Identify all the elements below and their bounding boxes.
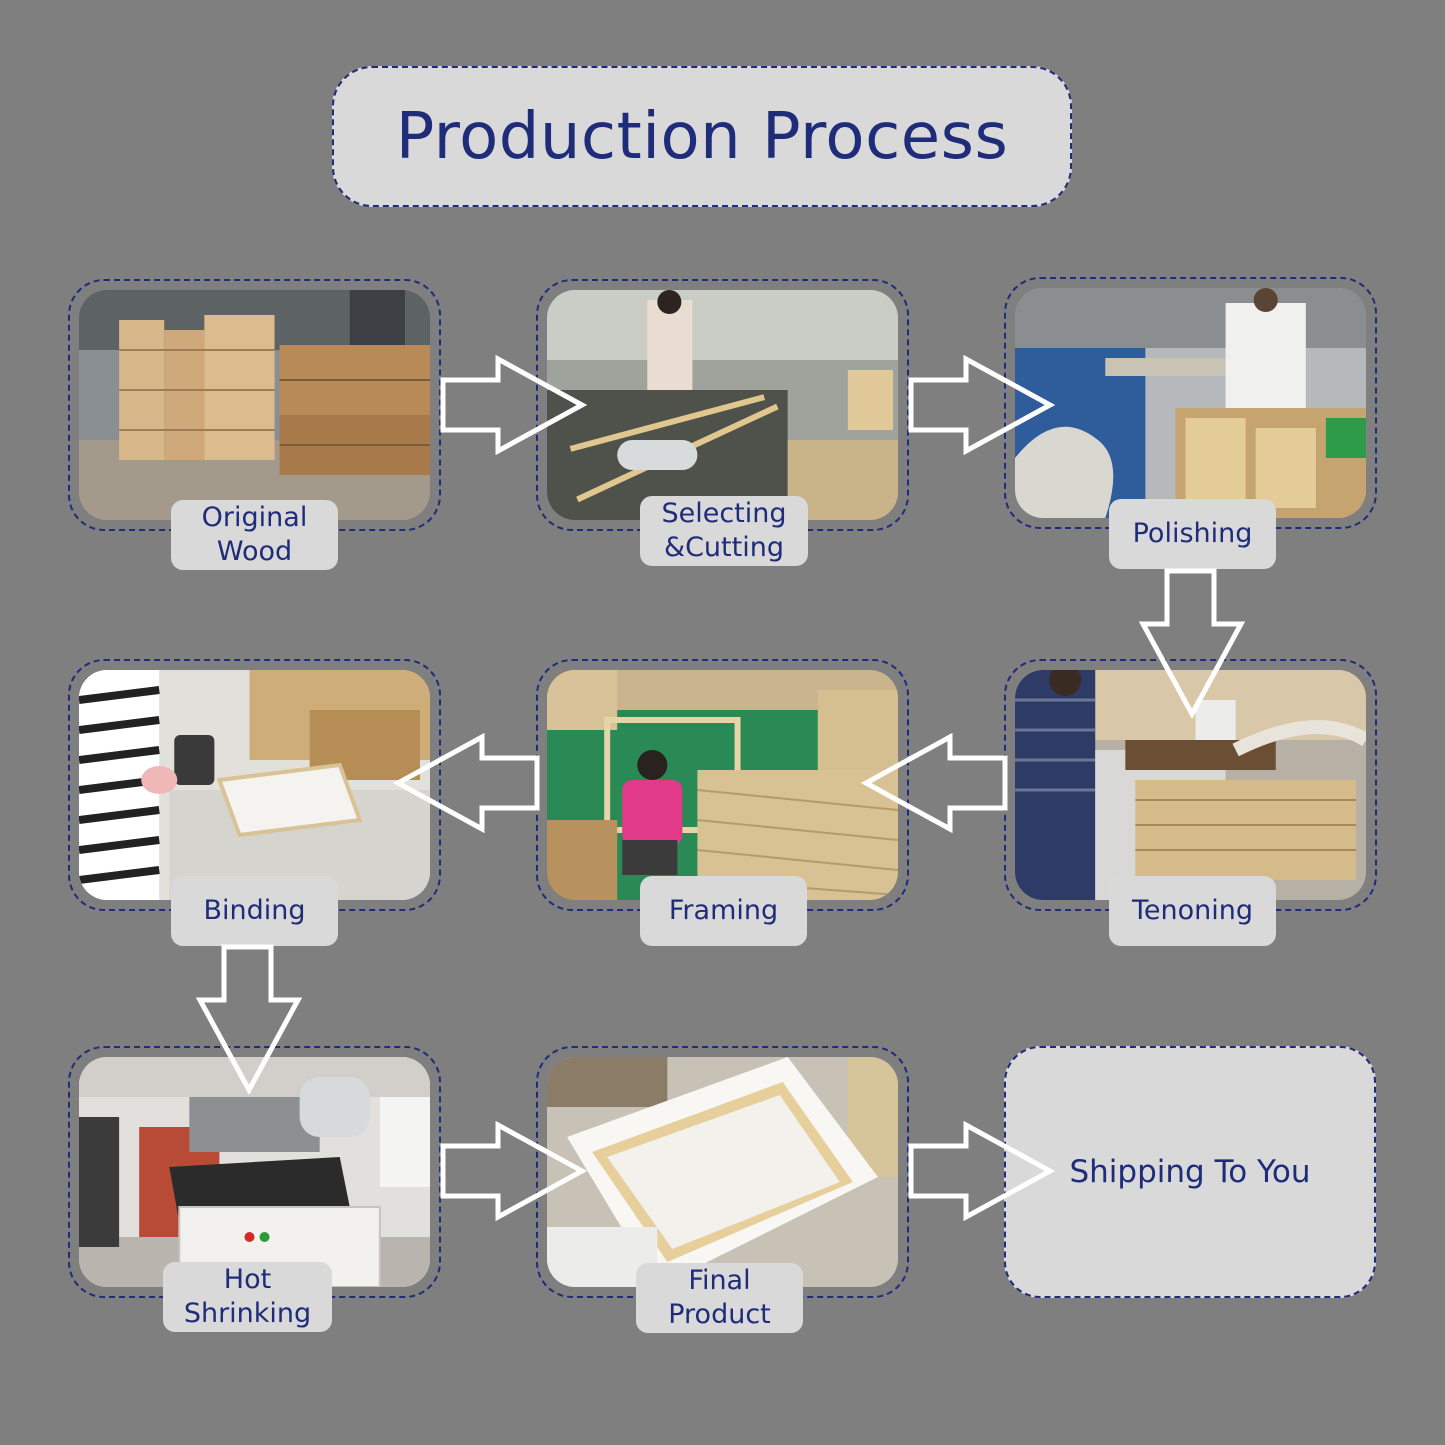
step-framing	[536, 659, 909, 911]
arrow-left-icon	[392, 733, 540, 833]
step-label-framing: Framing	[640, 876, 807, 946]
step-original-wood	[68, 279, 441, 531]
tenoning-machine-photo	[1015, 670, 1366, 900]
polishing-machine-photo	[1015, 288, 1366, 518]
arrow-left-icon	[860, 733, 1008, 833]
step-label-tenoning: Tenoning	[1109, 876, 1276, 946]
step-polishing	[1004, 277, 1377, 529]
step-label-selecting-cutting: Selecting &Cutting	[640, 496, 808, 566]
arrow-down-icon	[196, 944, 302, 1094]
step-label-original-wood: Original Wood	[171, 500, 338, 570]
step-label-polishing: Polishing	[1109, 499, 1276, 569]
stacked-lumber-photo	[79, 290, 430, 520]
step-shipping-to-you: Shipping To You	[1004, 1046, 1376, 1298]
step-selecting-cutting	[536, 279, 909, 531]
arrow-right-icon	[440, 1121, 588, 1221]
page-title: Production Process	[395, 99, 1009, 174]
step-final-product	[536, 1046, 909, 1298]
step-label-hot-shrinking: Hot Shrinking	[163, 1262, 332, 1332]
arrow-right-icon	[440, 355, 588, 455]
title-box: Production Process	[332, 66, 1072, 207]
step-label-final-product: Final Product	[636, 1263, 803, 1333]
shipping-label: Shipping To You	[1069, 1154, 1311, 1190]
finished-canvas-photo	[547, 1057, 898, 1287]
staple-gun-binding-photo	[79, 670, 430, 900]
arrow-right-icon	[908, 355, 1056, 455]
worker-cutting-sticks-photo	[547, 290, 898, 520]
arrow-down-icon	[1139, 568, 1245, 718]
step-binding	[68, 659, 441, 911]
step-label-binding: Binding	[171, 876, 338, 946]
arrow-right-icon	[908, 1121, 1056, 1221]
workers-framing-photo	[547, 670, 898, 900]
step-tenoning	[1004, 659, 1377, 911]
